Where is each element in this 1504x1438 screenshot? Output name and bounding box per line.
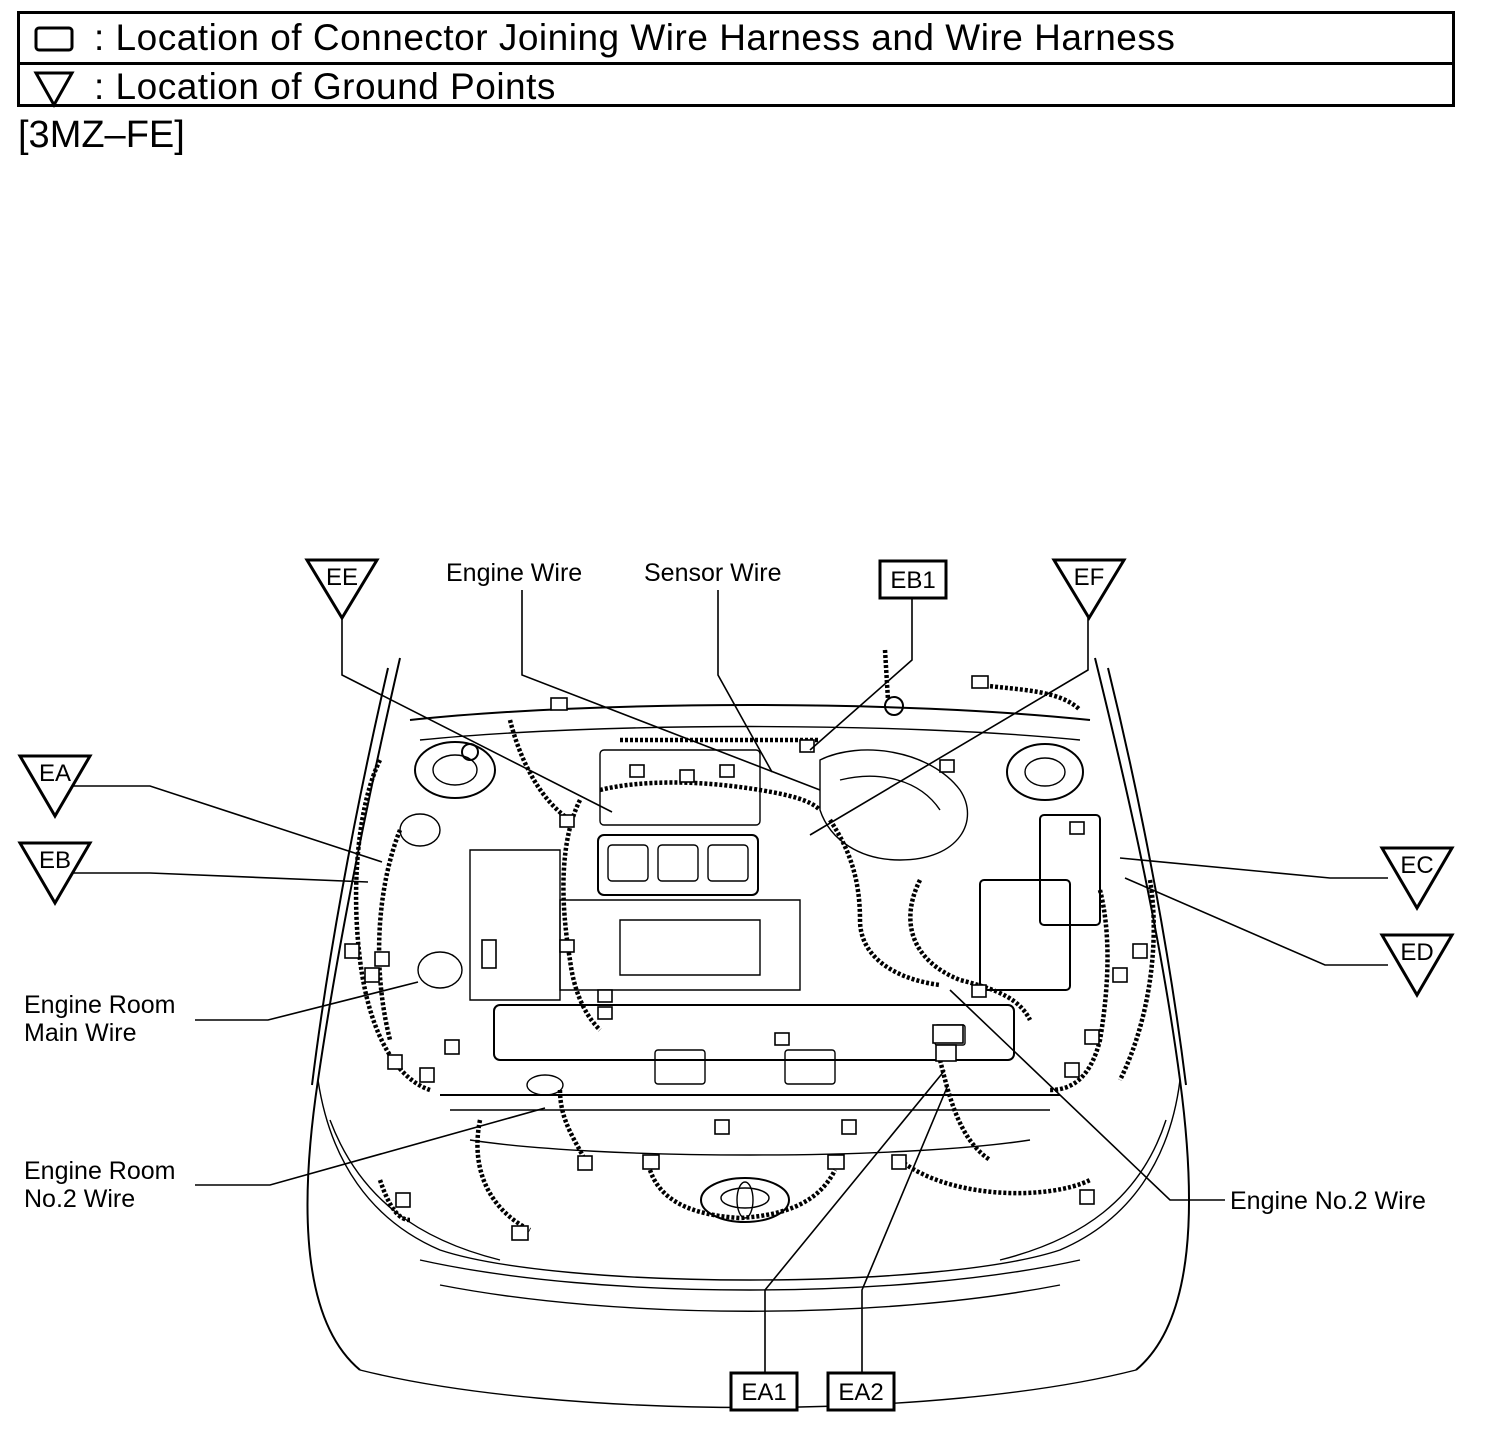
- engine-room-no2-wire-label-1: Engine Room: [24, 1157, 175, 1185]
- legend-ground-row: : Location of Ground Points: [20, 63, 1452, 109]
- ground-ef: EF: [1051, 558, 1127, 621]
- engine-room-no2-wire-label-2: No.2 Wire: [24, 1185, 135, 1213]
- connector-eb1-label: EB1: [890, 567, 935, 594]
- strut-tower-right: [884, 696, 1084, 801]
- ground-eb: EB: [17, 841, 93, 906]
- ground-ea-label: EA: [39, 760, 71, 787]
- engine-wire-label: Engine Wire: [446, 559, 582, 587]
- ground-ef-label: EF: [1074, 564, 1105, 591]
- engine-room-main-wire-label-1: Engine Room: [24, 991, 175, 1019]
- engine-code-label: [3MZ–FE]: [18, 114, 185, 156]
- ground-ec: EC: [1379, 846, 1455, 911]
- sensor-wire-label: Sensor Wire: [644, 559, 782, 587]
- connector-eb1: EB1: [878, 559, 948, 600]
- ground-ea: EA: [17, 754, 93, 819]
- engine-no2-wire-label: Engine No.2 Wire: [1230, 1187, 1426, 1215]
- strut-tower-left: [414, 741, 496, 799]
- triangle-down-icon: [33, 71, 75, 109]
- connector-ea1-label: EA1: [741, 1379, 786, 1406]
- legend-connector-text: : Location of Connector Joining Wire Har…: [94, 17, 1176, 58]
- ground-ec-label: EC: [1400, 852, 1433, 879]
- car-body-outline: [306, 657, 1191, 1409]
- connector-ea1: EA1: [729, 1371, 799, 1412]
- legend-box: : Location of Connector Joining Wire Har…: [17, 11, 1455, 109]
- ground-ed: ED: [1379, 933, 1455, 998]
- ground-ee-label: EE: [326, 564, 358, 591]
- connector-ea2: EA2: [826, 1371, 896, 1412]
- ground-ee: EE: [304, 558, 380, 621]
- toyota-emblem-icon: [700, 1177, 790, 1223]
- connector-ea2-label: EA2: [838, 1379, 883, 1406]
- rectangle-icon: [34, 26, 74, 52]
- legend-connector-row: : Location of Connector Joining Wire Har…: [20, 14, 1452, 65]
- legend-ground-text: : Location of Ground Points: [94, 66, 556, 107]
- engine-room-main-wire-label-2: Main Wire: [24, 1019, 137, 1047]
- connector-blocks: [344, 675, 1148, 1241]
- ground-eb-label: EB: [39, 847, 71, 874]
- leader-lines: [72, 590, 1388, 1378]
- ground-ed-label: ED: [1400, 939, 1433, 966]
- wire-harnesses: [353, 649, 1156, 1233]
